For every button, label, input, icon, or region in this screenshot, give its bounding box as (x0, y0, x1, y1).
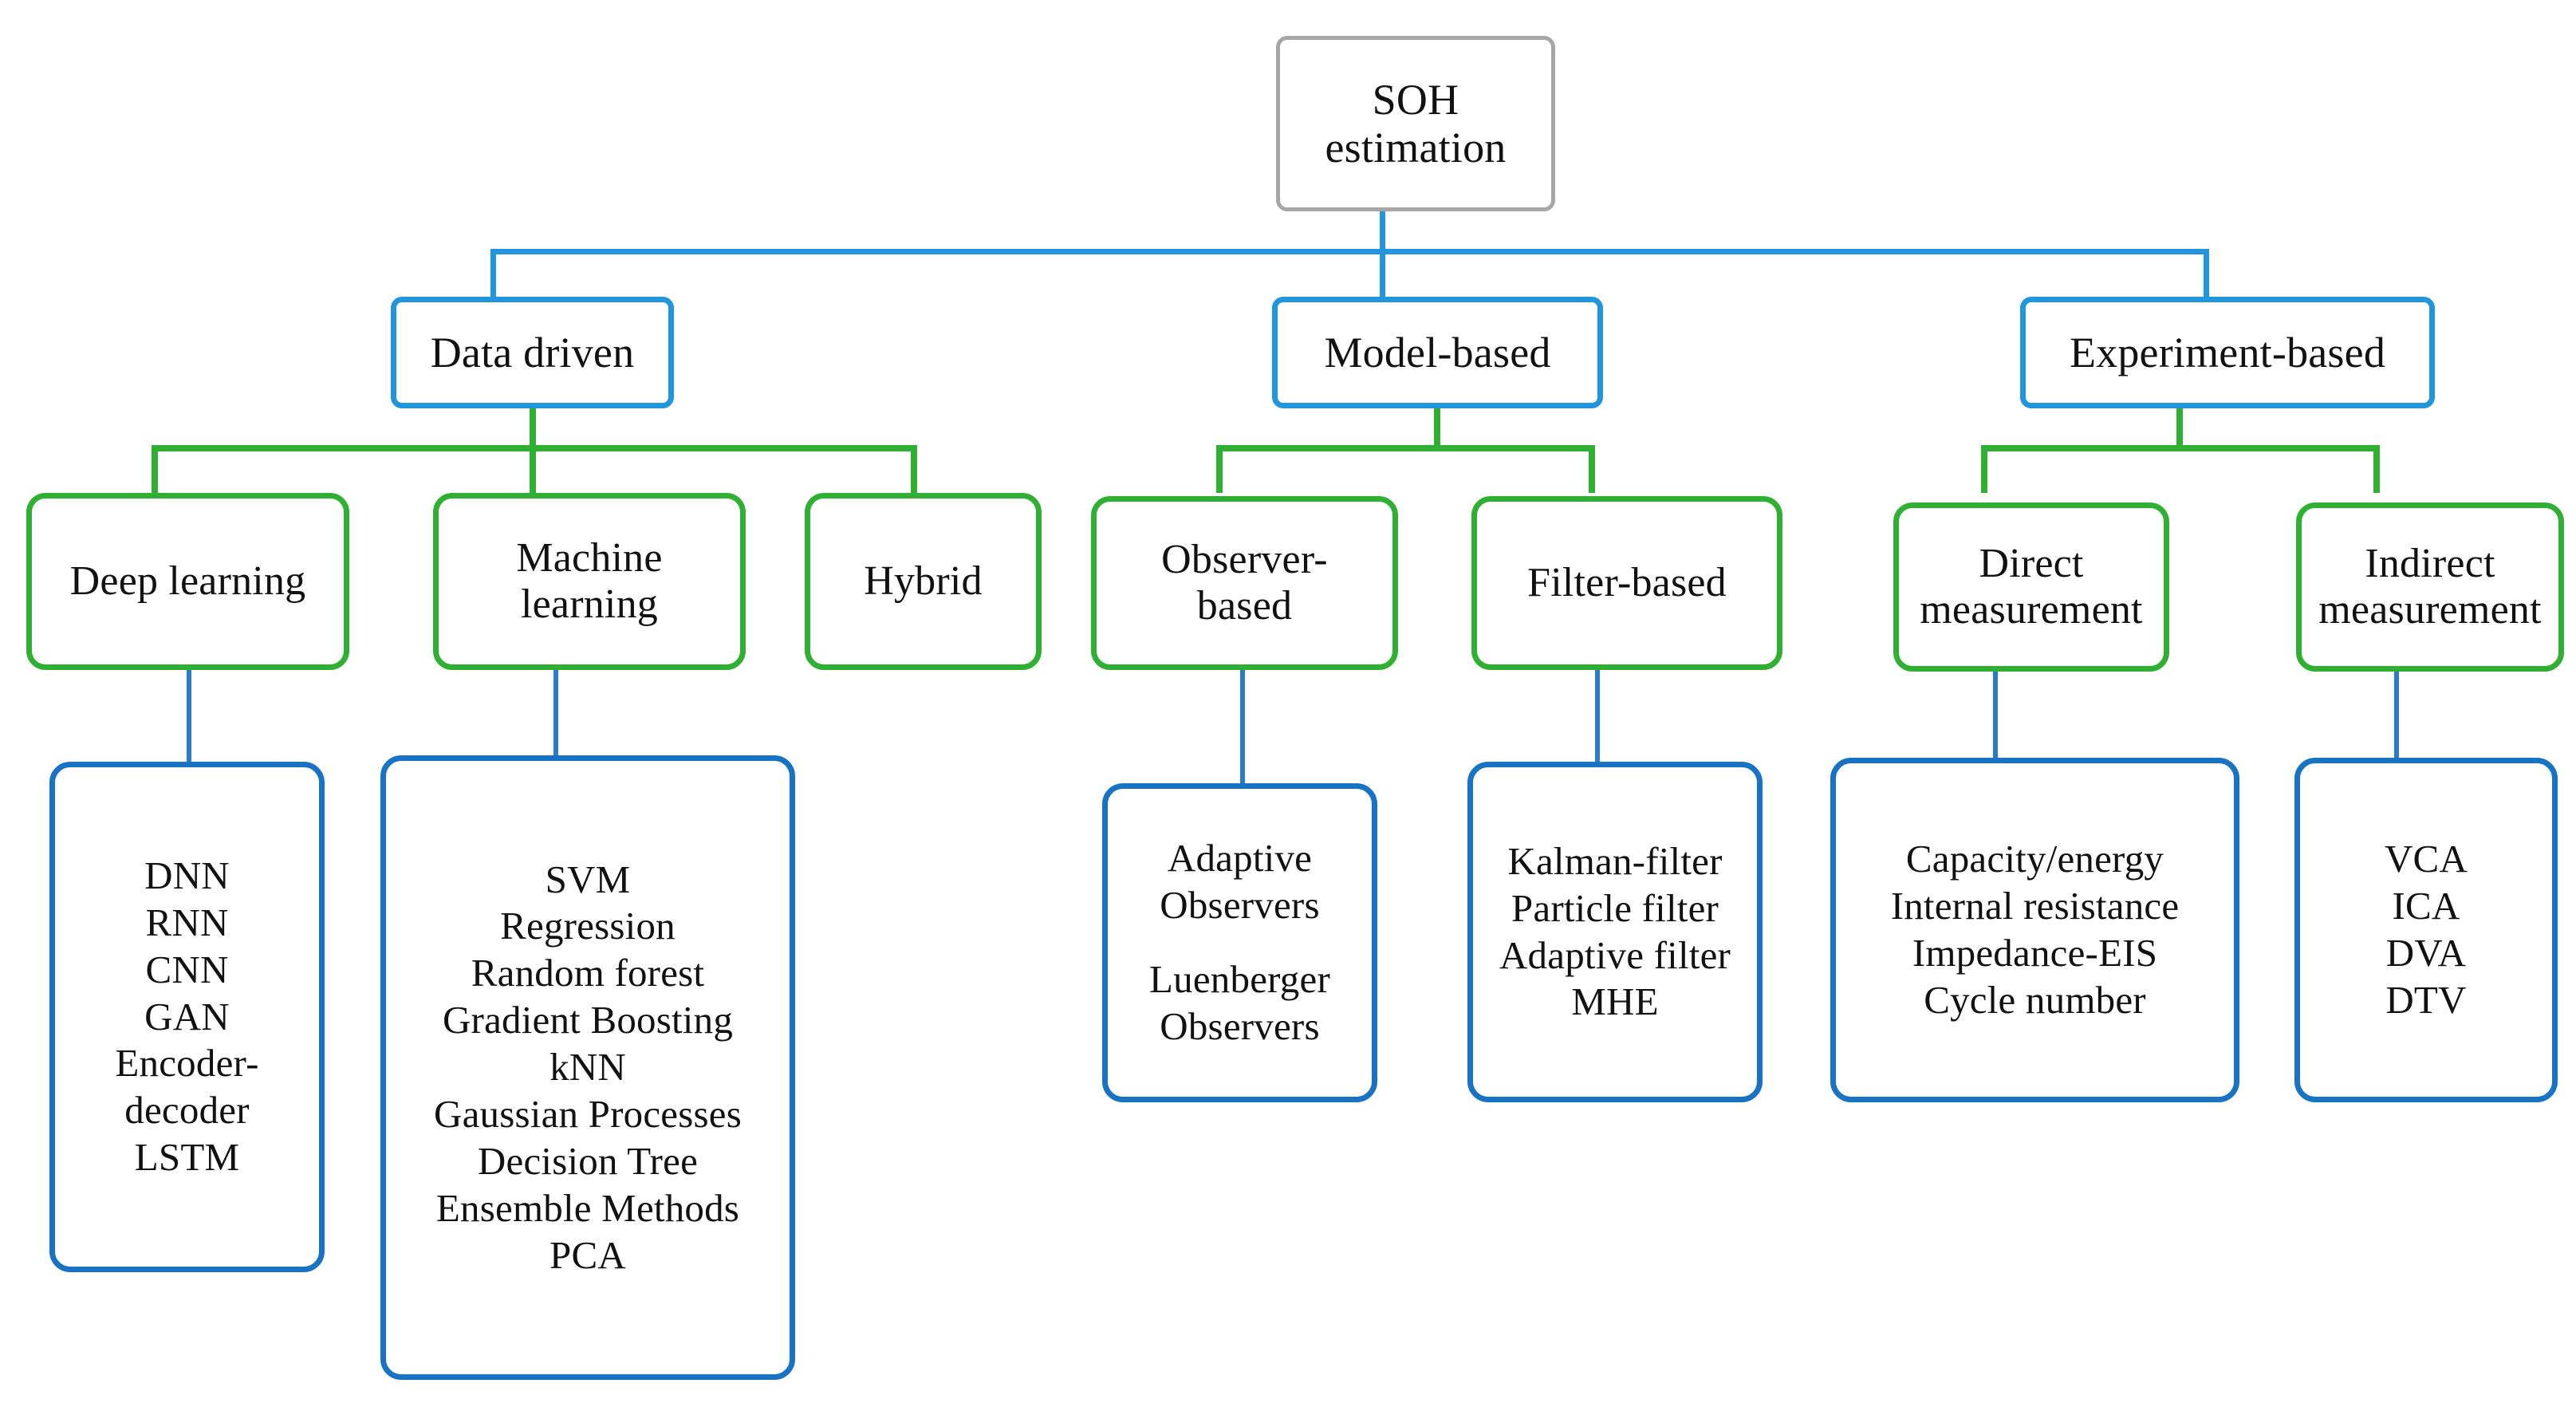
list-item: Random forest (471, 951, 705, 995)
connector-green-stem-data-driven (530, 408, 536, 448)
node-label: Model-based (1324, 328, 1551, 376)
list-item: DVA (2385, 931, 2467, 975)
list-item: GAN (144, 994, 230, 1038)
node-label-line1: Direct (1979, 540, 2084, 586)
leaf-list: VCA ICA DVA DTV (2300, 836, 2552, 1024)
node-label-line1: SOH (1372, 75, 1459, 124)
list-item: DNN (144, 853, 230, 897)
list-item: Gaussian Processes (433, 1091, 742, 1136)
node-label-line2: estimation (1325, 124, 1507, 171)
connector-green-drop-observer-based (1216, 445, 1223, 493)
list-item: RNN (145, 900, 229, 944)
list-item: DTV (2385, 977, 2467, 1022)
node-direct-measurement[interactable]: Direct measurement (1893, 502, 2169, 672)
connector-green-drop-deep-learning (152, 445, 158, 493)
node-label-line2: learning (521, 581, 658, 627)
node-deep-learning[interactable]: Deep learning (26, 493, 349, 670)
list-item: PCA (549, 1232, 626, 1277)
list-item: Impedance-EIS (1912, 931, 2158, 975)
list-item: Internal resistance (1890, 884, 2180, 928)
leaf-machine-learning-methods[interactable]: SVM Regression Random forest Gradient Bo… (380, 755, 795, 1380)
connector-green-drop-indirect-measurement (2373, 445, 2380, 493)
leaf-list: DNN RNN CNN GAN Encoder- decoder LSTM (55, 853, 319, 1181)
connector-blue-drop-left (490, 249, 496, 297)
leaf-list: SVM Regression Random forest Gradient Bo… (386, 857, 790, 1279)
node-label-line2: measurement (1920, 587, 2143, 633)
list-item: Adaptive filter (1499, 932, 1731, 977)
connector-blue-drop-right (2204, 249, 2209, 297)
node-data-driven[interactable]: Data driven (391, 297, 674, 408)
list-item: Gradient Boosting (442, 998, 734, 1042)
connector-leaf-stem-deep-learning (187, 670, 191, 764)
leaf-group: Adaptive Observers (1160, 835, 1319, 929)
connector-leaf-stem-direct-measurement (1993, 672, 1998, 759)
node-label: Experiment-based (2069, 328, 2386, 376)
leaf-indirect-measurement-metrics[interactable]: VCA ICA DVA DTV (2294, 758, 2558, 1102)
list-item: Luenberger (1149, 957, 1330, 1001)
node-label-line1: Indirect (2365, 540, 2495, 586)
list-item: ICA (2392, 884, 2460, 928)
connector-green-bus-experiment-based (1981, 445, 2380, 451)
leaf-deep-learning-methods[interactable]: DNN RNN CNN GAN Encoder- decoder LSTM (49, 762, 325, 1272)
list-item: Kalman-filter (1507, 838, 1723, 883)
node-experiment-based[interactable]: Experiment-based (2020, 297, 2435, 408)
leaf-list: Kalman-filter Particle filter Adaptive f… (1473, 838, 1757, 1027)
connector-blue-drop-mid (1380, 249, 1385, 297)
leaf-observer-based-methods[interactable]: Adaptive Observers Luenberger Observers (1102, 783, 1377, 1102)
list-item: VCA (2384, 837, 2468, 881)
connector-leaf-stem-indirect-measurement (2394, 672, 2399, 759)
connector-blue-bus (490, 249, 2209, 254)
connector-leaf-stem-observer-based (1240, 670, 1245, 783)
connector-green-drop-machine-learning (530, 445, 536, 493)
node-observer-based[interactable]: Observer- based (1091, 496, 1398, 670)
connector-green-drop-direct-measurement (1981, 445, 1987, 493)
node-model-based[interactable]: Model-based (1272, 297, 1603, 408)
list-item: Encoder- (115, 1041, 259, 1086)
list-item: Observers (1160, 883, 1320, 928)
connector-green-stem-experiment-based (2176, 408, 2183, 448)
list-item: MHE (1571, 979, 1659, 1024)
list-item: Cycle number (1924, 977, 2146, 1022)
node-label-line2: based (1196, 583, 1293, 629)
node-label-line1: Filter-based (1527, 559, 1727, 605)
connector-green-drop-hybrid (911, 445, 917, 493)
connector-leaf-stem-filter-based (1595, 670, 1600, 764)
connector-green-bus-model-based (1216, 445, 1595, 451)
node-label-line1: Machine (516, 534, 663, 581)
list-item: Particle filter (1511, 885, 1719, 930)
leaf-group: Luenberger Observers (1149, 956, 1330, 1050)
connector-root-stem (1380, 211, 1385, 251)
list-item: Decision Tree (477, 1138, 699, 1183)
list-item: LSTM (134, 1135, 240, 1180)
leaf-list: Capacity/energy Internal resistance Impe… (1836, 836, 2234, 1024)
node-label-line1: Observer- (1161, 536, 1328, 582)
list-item: Observers (1160, 1003, 1320, 1048)
connector-green-drop-filter-based (1589, 445, 1595, 493)
list-item: kNN (549, 1045, 626, 1090)
node-label-line1: Deep learning (69, 558, 306, 604)
node-soh-estimation[interactable]: SOH estimation (1276, 36, 1555, 211)
node-machine-learning[interactable]: Machine learning (433, 493, 746, 670)
leaf-filter-based-methods[interactable]: Kalman-filter Particle filter Adaptive f… (1467, 762, 1763, 1102)
list-item: Regression (500, 904, 676, 948)
list-item: Capacity/energy (1905, 837, 2164, 881)
node-hybrid[interactable]: Hybrid (805, 493, 1042, 670)
connector-green-stem-model-based (1434, 408, 1440, 448)
node-filter-based[interactable]: Filter-based (1471, 496, 1782, 670)
list-item: CNN (145, 947, 229, 991)
node-indirect-measurement[interactable]: Indirect measurement (2296, 502, 2564, 672)
node-label: Data driven (430, 328, 635, 376)
list-item: Ensemble Methods (435, 1185, 740, 1230)
connector-leaf-stem-machine-learning (553, 670, 558, 764)
list-item: decoder (124, 1088, 250, 1133)
node-label-line1: Hybrid (864, 558, 983, 604)
list-item: SVM (545, 857, 631, 901)
list-item: Adaptive (1167, 836, 1313, 881)
node-label-line2: measurement (2318, 587, 2542, 633)
leaf-list: Adaptive Observers Luenberger Observers (1108, 835, 1372, 1050)
leaf-direct-measurement-metrics[interactable]: Capacity/energy Internal resistance Impe… (1830, 758, 2239, 1102)
